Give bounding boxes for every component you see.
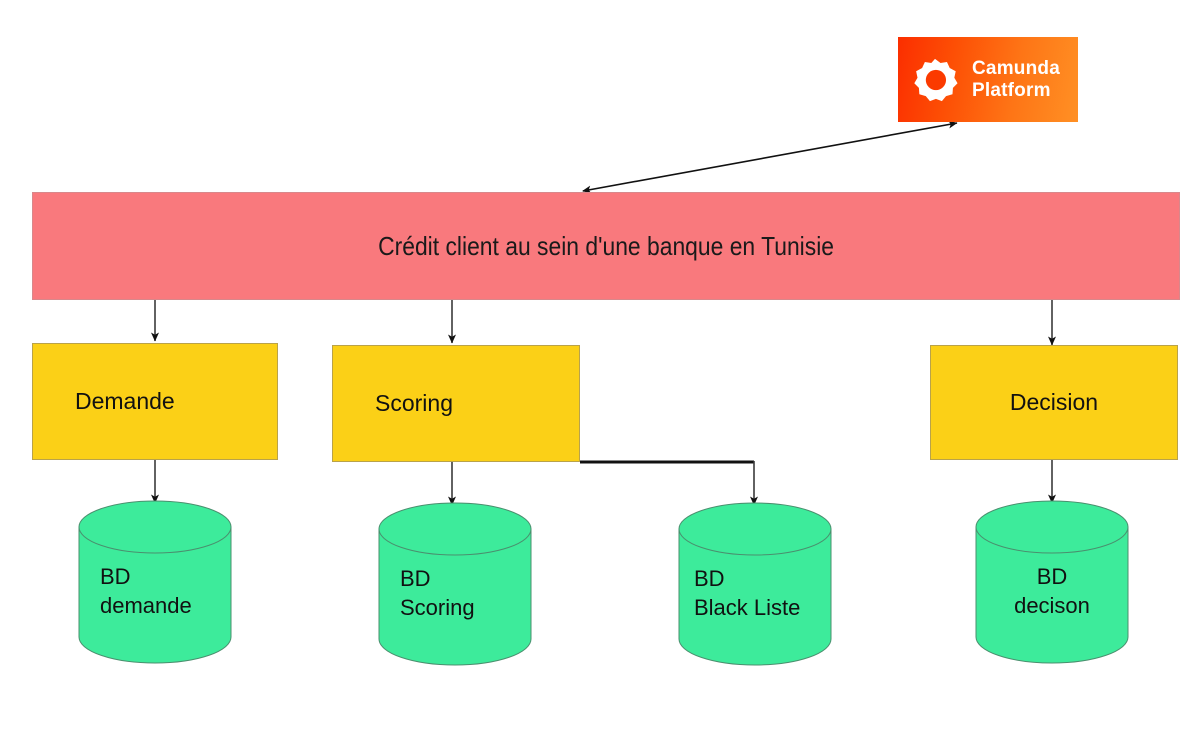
- camunda-logo-text: Camunda Platform: [972, 58, 1060, 101]
- cylinder-shape: [678, 502, 832, 666]
- cylinder-shape: [78, 500, 232, 664]
- cylinder-shape: [975, 500, 1129, 664]
- process-box-decision-label: Decision: [1009, 389, 1099, 415]
- process-box-demande[interactable]: Demande: [32, 343, 278, 460]
- gear-icon: [914, 58, 958, 101]
- process-box-demande-label: Demande: [75, 388, 175, 414]
- process-box-decision[interactable]: Decision: [930, 345, 1178, 460]
- camunda-logo-line1: Camunda: [972, 58, 1060, 80]
- main-process-box[interactable]: Crédit client au sein d'une banque en Tu…: [32, 192, 1180, 300]
- connector-scoring-bd-blackliste: [580, 460, 758, 506]
- connector-platform-title: [582, 120, 958, 194]
- main-process-label: Crédit client au sein d'une banque en Tu…: [378, 230, 834, 261]
- process-box-scoring-label: Scoring: [375, 390, 453, 416]
- camunda-platform-logo[interactable]: Camunda Platform: [898, 37, 1078, 122]
- camunda-logo-line2: Platform: [972, 79, 1051, 101]
- process-box-scoring[interactable]: Scoring: [332, 345, 580, 462]
- cylinder-shape: [378, 502, 532, 666]
